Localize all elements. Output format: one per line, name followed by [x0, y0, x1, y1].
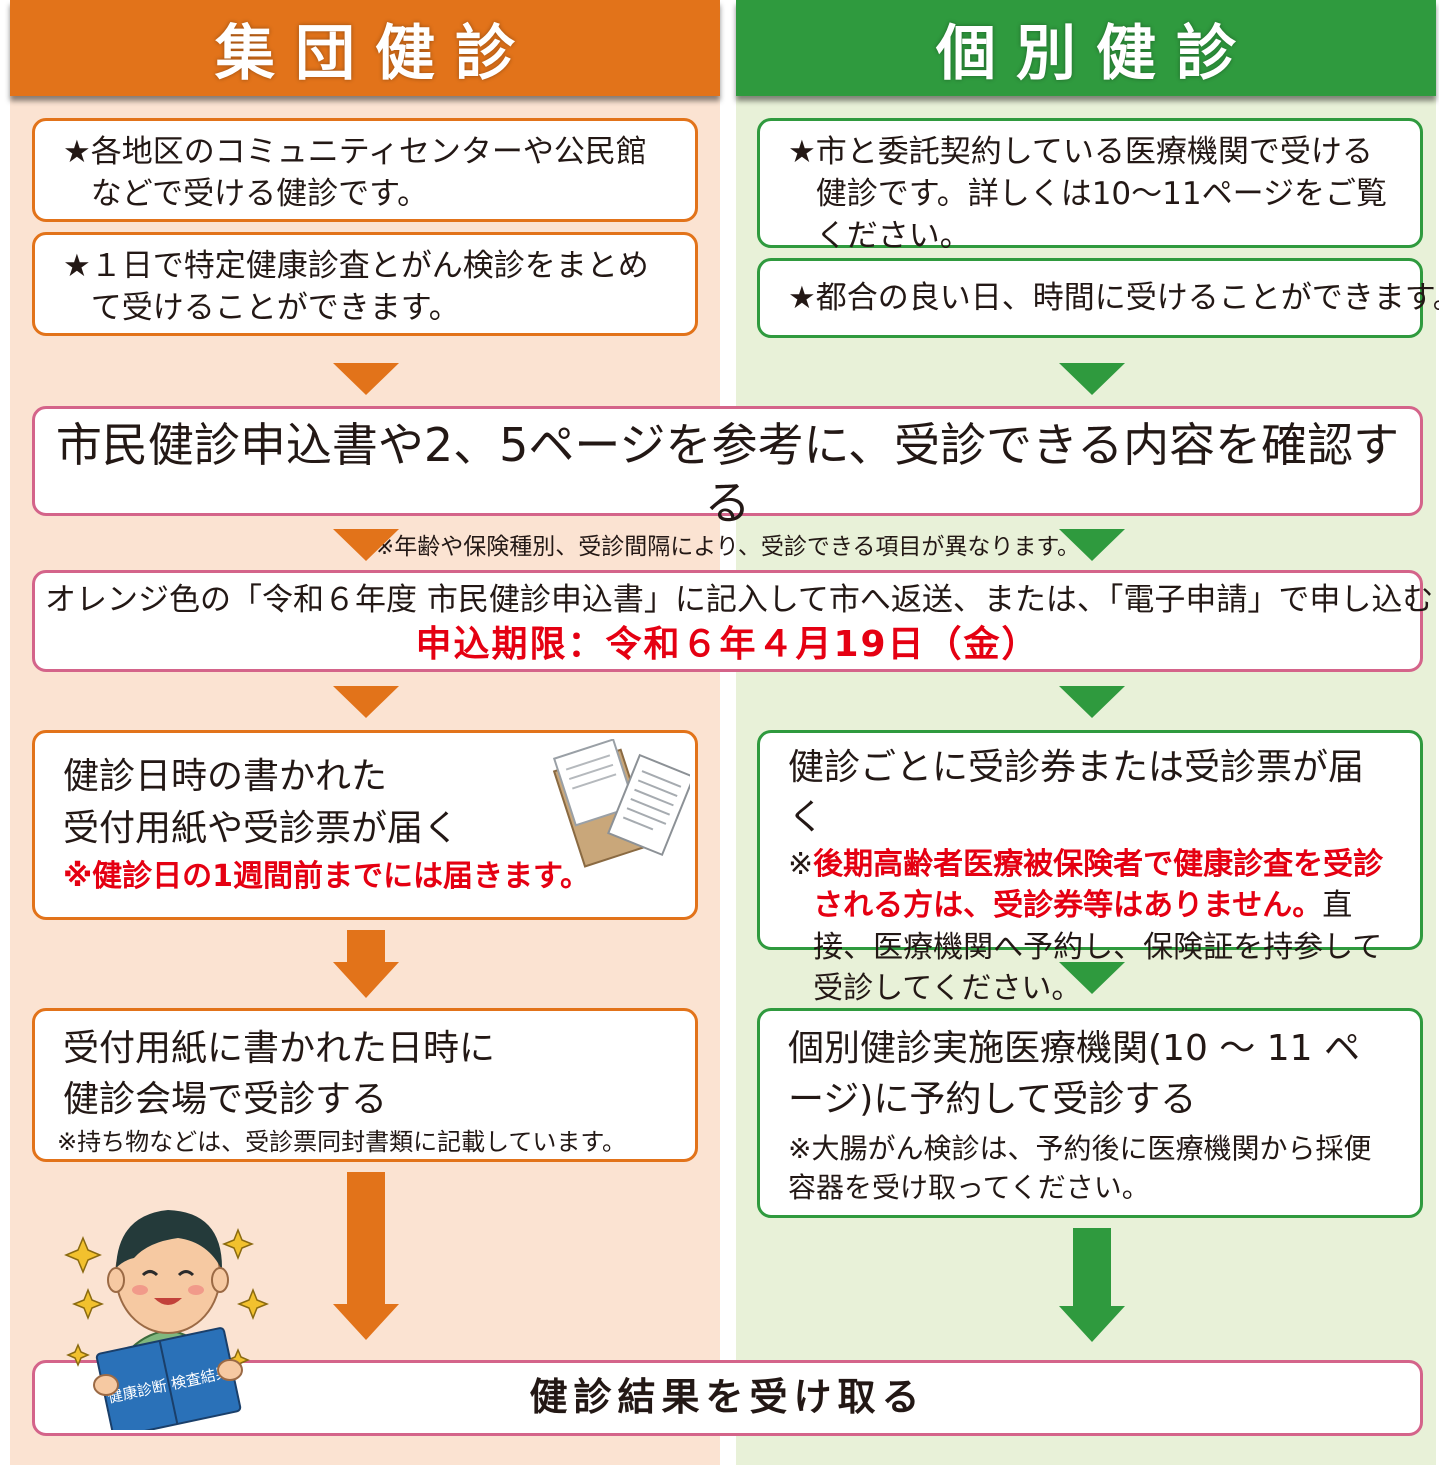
group-attend-venue-box: 受付用紙に書かれた日時に 健診会場で受診する ※持ち物などは、受診票同封書類に記… [32, 1008, 698, 1162]
individual-checkup-header: 個別健診 [736, 0, 1436, 96]
arrow-down-icon [333, 686, 399, 718]
arrow-down-icon [1059, 962, 1125, 994]
group-checkup-header: 集団健診 [10, 0, 720, 96]
arrow-down-icon [1059, 363, 1125, 395]
group-receive-form-box: 健診日時の書かれた 受付用紙や受診票が届く ※健診日の1週間前までには届きます。 [32, 730, 698, 920]
confirm-contents-box: 市民健診申込書や2、5ページを参考に、受診できる内容を確認する ※年齢や保険種別… [32, 406, 1423, 560]
individual-info-convenient-time: ★都合の良い日、時間に受けることができます。 [757, 258, 1439, 338]
person-reading-results-icon: 健康診断 検査結果 [64, 1210, 270, 1430]
arrow-down-icon [1059, 686, 1125, 718]
result-box: 健診結果を受け取る [32, 1360, 1423, 1436]
arrow-down-icon [333, 529, 399, 561]
group-info-location: ★各地区のコミュニティセンターや公民館などで受ける健診です。 [32, 118, 698, 222]
arrow-down-icon [1059, 529, 1125, 561]
individual-receive-voucher-box: 健診ごとに受診券または受診票が届く ※ 後期高齢者医療被保険者で健康診査を受診さ… [757, 730, 1423, 1006]
group-info-one-day: ★１日で特定健康診査とがん検診をまとめて受けることができます。 [32, 232, 698, 336]
individual-reserve-clinic-box: 個別健診実施医療機関(10 〜 11 ページ)に予約して受診する ※大腸がん検診… [757, 1008, 1423, 1218]
application-box: オレンジ色の「令和６年度 市民健診申込書」に記入して市へ返送、または、「電子申請… [32, 570, 1433, 672]
arrow-down-icon [333, 930, 399, 998]
arrow-down-icon [333, 1172, 399, 1344]
arrow-down-icon [333, 363, 399, 395]
arrow-down-icon [1059, 1228, 1125, 1344]
individual-info-contracted-clinic: ★市と委託契約している医療機関で受ける健診です。詳しくは10〜11ページをご覧く… [757, 118, 1423, 254]
envelope-documents-icon [552, 739, 690, 868]
